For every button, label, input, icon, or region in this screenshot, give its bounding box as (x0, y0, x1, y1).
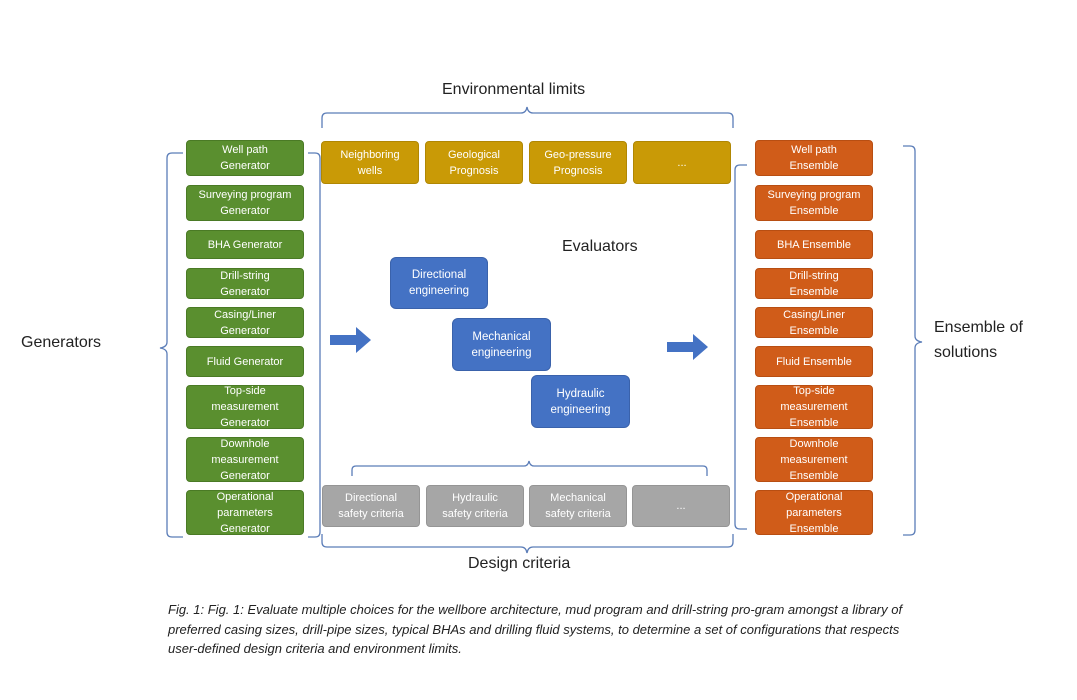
ensemble-casing-liner: Casing/Liner Ensemble (755, 307, 873, 338)
ensemble-operational-parameters: Operational parameters Ensemble (755, 490, 873, 535)
env-geo-pressure-prognosis: Geo-pressure Prognosis (529, 141, 627, 184)
env-neighboring-wells: Neighboring wells (321, 141, 419, 184)
environmental-limits-label: Environmental limits (442, 81, 586, 98)
ensemble-bha: BHA Ensemble (755, 230, 873, 259)
ensemble-drill-string: Drill-string Ensemble (755, 268, 873, 299)
evaluator-directional-engineering: Directional engineering (390, 257, 488, 309)
generator-surveying-program: Surveying program Generator (186, 185, 304, 221)
inner-right-bracket (734, 164, 747, 530)
evaluator-hydraulic-engineering: Hydraulic engineering (531, 375, 630, 428)
ensemble-downhole-measurement: Downhole measurement Ensemble (755, 437, 873, 482)
generator-casing-liner: Casing/Liner Generator (186, 307, 304, 338)
left-brace (159, 152, 183, 538)
evaluator-mechanical-engineering: Mechanical engineering (452, 318, 551, 371)
generator-operational-parameters: Operational parameters Generator (186, 490, 304, 535)
env-more: ... (633, 141, 731, 184)
bottom-brace (321, 534, 734, 554)
ensemble-label-line2: solutions (934, 344, 998, 361)
generator-well-path: Well path Generator (186, 140, 304, 176)
ensemble-surveying-program: Surveying program Ensemble (755, 185, 873, 221)
env-geological-prognosis: Geological Prognosis (425, 141, 523, 184)
generators-label: Generators (21, 334, 102, 351)
ensemble-label-line1: Ensemble of (934, 319, 1023, 336)
criteria-hydraulic-safety: Hydraulic safety criteria (426, 485, 524, 527)
design-criteria-label: Design criteria (468, 555, 571, 572)
top-brace (321, 106, 734, 128)
right-brace (903, 145, 923, 536)
generator-fluid: Fluid Generator (186, 346, 304, 377)
generator-bha: BHA Generator (186, 230, 304, 259)
generator-drill-string: Drill-string Generator (186, 268, 304, 299)
criteria-more: ... (632, 485, 730, 527)
ensemble-well-path: Well path Ensemble (755, 140, 873, 176)
output-arrow-icon (667, 334, 708, 360)
criteria-directional-safety: Directional safety criteria (322, 485, 420, 527)
generator-top-side-measurement: Top-side measurement Generator (186, 385, 304, 429)
ensemble-top-side-measurement: Top-side measurement Ensemble (755, 385, 873, 429)
inner-left-bracket (308, 152, 321, 538)
generator-downhole-measurement: Downhole measurement Generator (186, 437, 304, 482)
figure-caption: Fig. 1: Fig. 1: Evaluate multiple choice… (168, 602, 903, 656)
input-arrow-icon (330, 327, 371, 353)
evaluators-label: Evaluators (562, 238, 638, 255)
ensemble-fluid: Fluid Ensemble (755, 346, 873, 377)
criteria-mechanical-safety: Mechanical safety criteria (529, 485, 627, 527)
criteria-brace (351, 460, 708, 476)
